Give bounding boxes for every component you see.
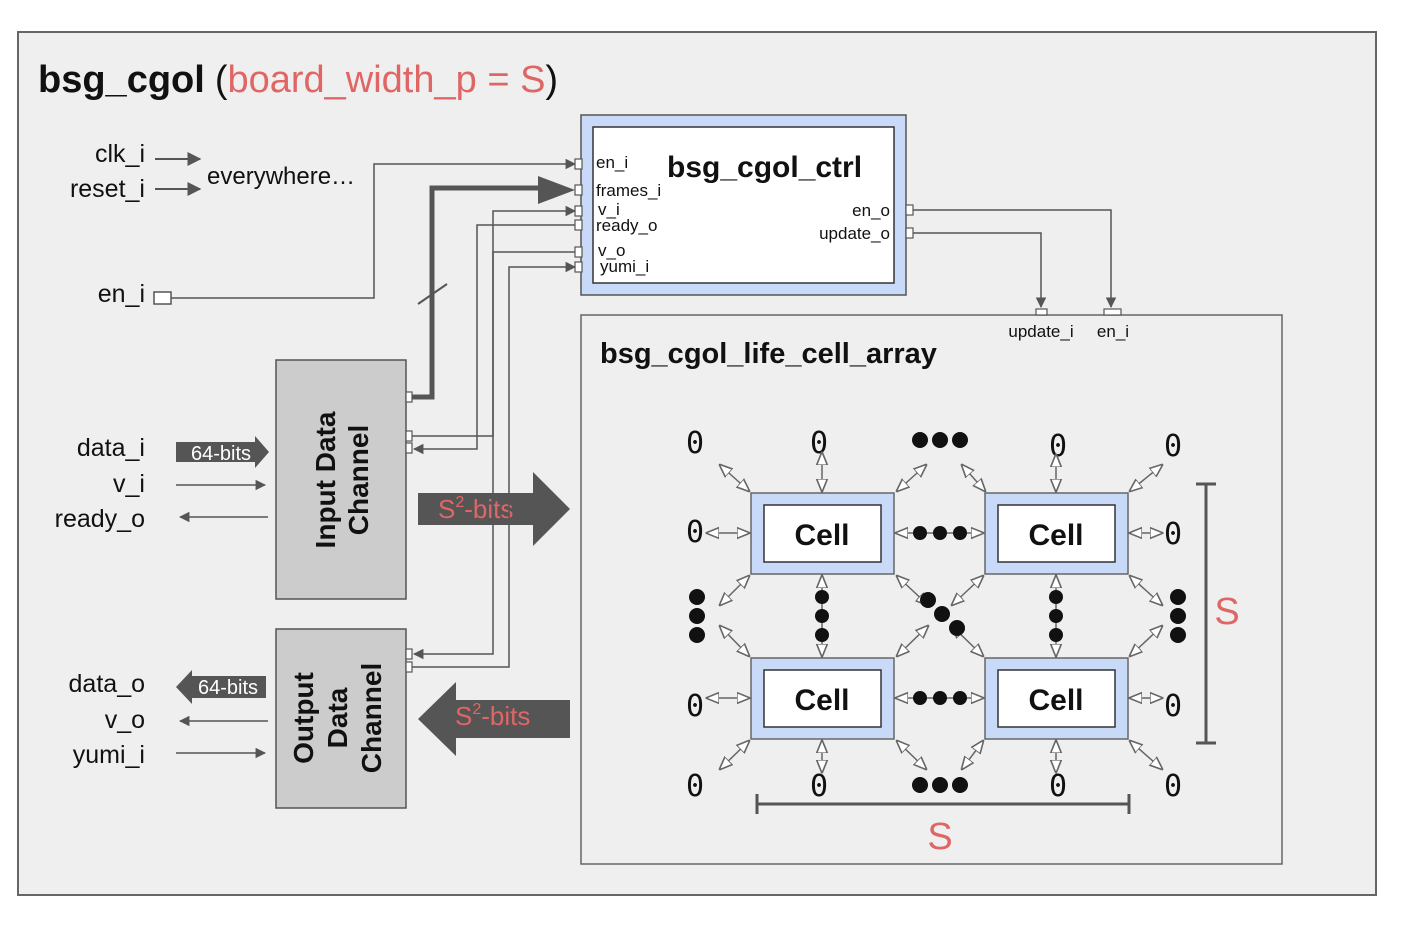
svg-text:Cell: Cell [1028, 519, 1083, 552]
input-ready-wire [412, 224, 575, 455]
ctrl-block-inner [592, 126, 895, 284]
array-port-update-i: update_i [1008, 322, 1073, 341]
svg-text:0: 0 [1049, 769, 1067, 804]
ctrl-port-ready-o: ready_o [596, 216, 657, 235]
output-v-wire [412, 251, 575, 660]
frames-bus [412, 185, 562, 400]
data-o-label: data_o [69, 670, 145, 698]
svg-text:Cell: Cell [1028, 684, 1083, 717]
output-channel-ports [405, 648, 413, 673]
frames-bus-head [538, 176, 575, 204]
en-input-port [153, 291, 172, 305]
array-ports [1035, 308, 1122, 316]
ctrl-port-frames-i: frames_i [596, 181, 661, 200]
data-o-arrow [176, 670, 266, 704]
svg-text:0: 0 [686, 426, 704, 461]
dimension-horizontal-label: S [927, 816, 952, 858]
everywhere-label: everywhere… [207, 163, 355, 190]
ctrl-port-update-o: update_o [819, 224, 890, 243]
output-data-channel [275, 628, 407, 809]
dimension-horizontal [755, 794, 1131, 814]
svg-text:Cell: Cell [794, 519, 849, 552]
input-channel-label: Input DataChannel [310, 411, 374, 548]
cell-top-right: Cell [984, 492, 1129, 575]
ctrl-input-ports [574, 158, 583, 273]
life-cell-array-title: bsg_cgol_life_cell_array [600, 338, 937, 370]
svg-text:0: 0 [686, 689, 704, 724]
reset-label: reset_i [70, 175, 145, 203]
ctrl-port-v-i: v_i [598, 200, 620, 219]
data-i-label: data_i [77, 434, 145, 462]
ctrl-port-en-o: en_o [852, 201, 890, 220]
ctrl-port-yumi-i: yumi_i [600, 257, 649, 276]
input-data-channel [275, 359, 407, 600]
svg-text:0: 0 [1049, 429, 1067, 464]
ready-o-label: ready_o [55, 505, 145, 533]
svg-text:0: 0 [1164, 689, 1182, 724]
ctrl-port-en-i: en_i [596, 153, 628, 172]
svg-text:0: 0 [810, 426, 828, 461]
svg-text:0: 0 [810, 769, 828, 804]
svg-text:0: 0 [1164, 517, 1182, 552]
output-s2-bus-arrow [418, 682, 570, 756]
v-o-label: v_o [105, 706, 145, 734]
en-wire [171, 158, 577, 299]
cell-bottom-left: Cell [750, 657, 895, 740]
yumi-i-label: yumi_i [73, 741, 145, 769]
ctrl-block-title: bsg_cgol_ctrl [667, 151, 862, 184]
svg-text:0: 0 [1164, 769, 1182, 804]
svg-text:0: 0 [1164, 429, 1182, 464]
dimension-vertical [1196, 482, 1216, 745]
v-i-label: v_i [113, 470, 145, 498]
input-s2-bus-label: S2-bits [438, 494, 513, 524]
input-s2-bus-arrow [418, 472, 570, 546]
output-yumi-wire [412, 261, 577, 668]
output-s2-bus-label: S2-bits [455, 701, 530, 731]
zero-boundaries: 0 0 0 0 0 0 0 0 0 0 0 0 [686, 426, 1182, 804]
update-o-wire [913, 232, 1047, 309]
diagram-title: bsg_cgol(board_width_p = S) [38, 59, 558, 101]
dimension-vertical-label: S [1214, 591, 1239, 633]
cell-top-left: Cell [750, 492, 895, 575]
data-i-arrow [176, 436, 269, 468]
array-port-en-i: en_i [1097, 322, 1129, 341]
data-i-width-label: 64-bits [191, 443, 251, 465]
bus-slash [417, 283, 448, 305]
ellipsis-dots [689, 432, 1186, 793]
data-o-width-label: 64-bits [198, 677, 258, 699]
en-o-wire [913, 209, 1117, 309]
svg-text:Cell: Cell [794, 684, 849, 717]
en-input-label: en_i [98, 280, 145, 308]
clk-label: clk_i [95, 140, 145, 168]
cell-bottom-right: Cell [984, 657, 1129, 740]
ctrl-port-v-o: v_o [598, 241, 625, 260]
svg-text:0: 0 [686, 769, 704, 804]
input-channel-ports [405, 391, 413, 454]
svg-text:0: 0 [686, 515, 704, 550]
